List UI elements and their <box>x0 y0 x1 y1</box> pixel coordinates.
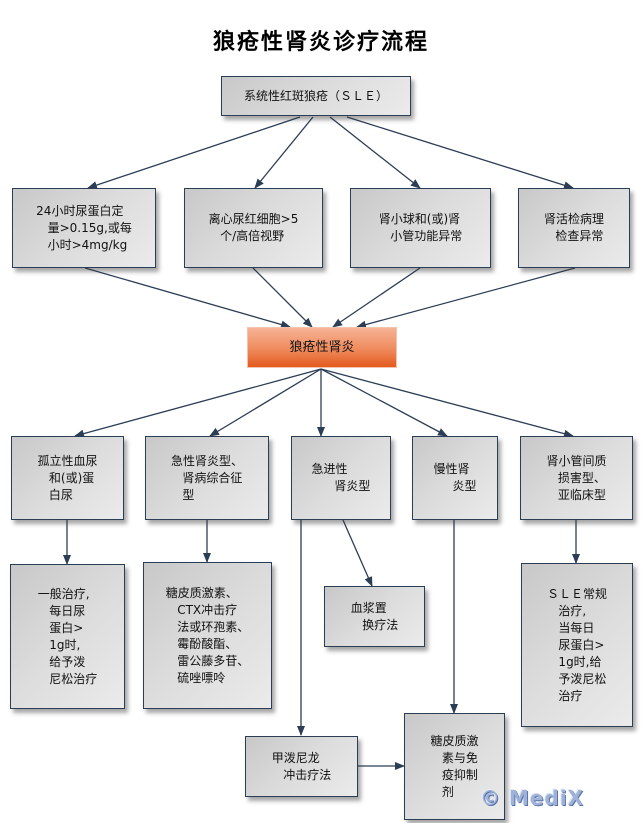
criterion-box-renal-function: 肾小球和(或)肾 小管功能异常 <box>350 188 491 268</box>
treatment-label: 糖皮质激 素与免 疫抑制 剂 <box>430 733 479 799</box>
type-label: 孤立性血尿 和(或)蛋 白尿 <box>37 453 98 502</box>
root-box-sle: 系统性红斑狼疮（ＳＬＥ） <box>221 76 411 116</box>
treatment-label: 血浆置 换疗法 <box>350 600 399 632</box>
center-box-lupus-nephritis: 狼疮性肾炎 <box>247 327 397 368</box>
arrow-center-to-type-5 <box>320 368 574 438</box>
criterion-box-hematuria: 离心尿红细胞>5 个/高倍视野 <box>184 188 323 268</box>
treatment-label: 一般治疗, 每日尿 蛋白> 1g时, 给予泼 尼松治疗 <box>37 586 98 686</box>
medix-watermark: © MediX <box>480 786 585 810</box>
treatment-box-plasma-exchange: 血浆置 换疗法 <box>324 586 425 647</box>
criterion-box-biopsy: 肾活检病理 检查异常 <box>518 188 630 268</box>
type-label: 肾小管间质 损害型、 亚临床型 <box>546 453 607 502</box>
center-label: 狼疮性肾炎 <box>289 340 355 355</box>
treatment-label: 糖皮质激素、 CTX冲击疗 法或环孢素、 霉酚酸酯、 雷公藤多苷、 硫唑嘌呤 <box>165 585 250 685</box>
criterion-label: 离心尿红细胞>5 个/高倍视野 <box>208 212 299 243</box>
arrow-center-to-type-4 <box>320 368 448 437</box>
treatment-box-methylprednisolone: 甲泼尼龙 冲击疗法 <box>245 736 358 797</box>
arrow-root-to-criterion-2 <box>254 116 314 189</box>
treatment-box-tubular: ＳＬＥ常规 治疗, 当每日 尿蛋白> 1g时,给 予泼尼松 治疗 <box>521 563 633 727</box>
arrow-criterion-1-to-center <box>84 267 291 329</box>
arrow-criterion-3-to-center <box>332 267 421 328</box>
arrow-criterion-2-to-center <box>252 267 313 328</box>
type-label: 慢性肾 炎型 <box>433 462 477 493</box>
criterion-box-proteinuria: 24小时尿蛋白定 量>0.15g,或每 小时>4mg/kg <box>12 188 156 268</box>
type-label: 急性肾炎型、 肾病综合征 型 <box>170 453 243 502</box>
arrow-root-to-criterion-1 <box>87 116 301 189</box>
type-box-chronic: 慢性肾 炎型 <box>412 436 498 520</box>
criterion-label: 肾活检病理 检查异常 <box>543 212 604 243</box>
type-box-isolated: 孤立性血尿 和(或)蛋 白尿 <box>11 436 124 520</box>
type-box-rapidly-progressive: 急进性 肾炎型 <box>291 436 391 520</box>
type-box-tubulointerstitial: 肾小管间质 损害型、 亚临床型 <box>520 436 633 520</box>
criterion-label: 24小时尿蛋白定 量>0.15g,或每 小时>4mg/kg <box>36 203 132 252</box>
type-box-acute: 急性肾炎型、 肾病综合征 型 <box>145 436 269 520</box>
criterion-label: 肾小球和(或)肾 小管功能异常 <box>378 212 463 243</box>
arrow-root-to-criterion-3 <box>329 116 421 189</box>
arrow-root-to-criterion-4 <box>346 116 574 190</box>
type-label: 急进性 肾炎型 <box>311 462 371 493</box>
arrow-center-to-type-2 <box>209 368 322 437</box>
arrow-type-3-to-plasma <box>342 519 373 587</box>
treatment-box-isolated: 一般治疗, 每日尿 蛋白> 1g时, 给予泼 尼松治疗 <box>10 564 125 709</box>
treatment-label: 甲泼尼龙 冲击疗法 <box>271 750 332 782</box>
treatment-box-acute: 糖皮质激素、 CTX冲击疗 法或环孢素、 霉酚酸酯、 雷公藤多苷、 硫唑嘌呤 <box>143 562 272 709</box>
treatment-label: ＳＬＥ常规 治疗, 当每日 尿蛋白> 1g时,给 予泼尼松 治疗 <box>546 586 607 703</box>
arrow-criterion-4-to-center <box>356 267 576 329</box>
arrow-center-to-type-1 <box>74 368 322 438</box>
root-label: 系统性红斑狼疮（ＳＬＥ） <box>243 88 388 103</box>
treatment-box-steroid-immunosuppressant: 糖皮质激 素与免 疫抑制 剂 <box>404 713 505 820</box>
page-title: 狼疮性肾炎诊疗流程 <box>212 30 429 55</box>
